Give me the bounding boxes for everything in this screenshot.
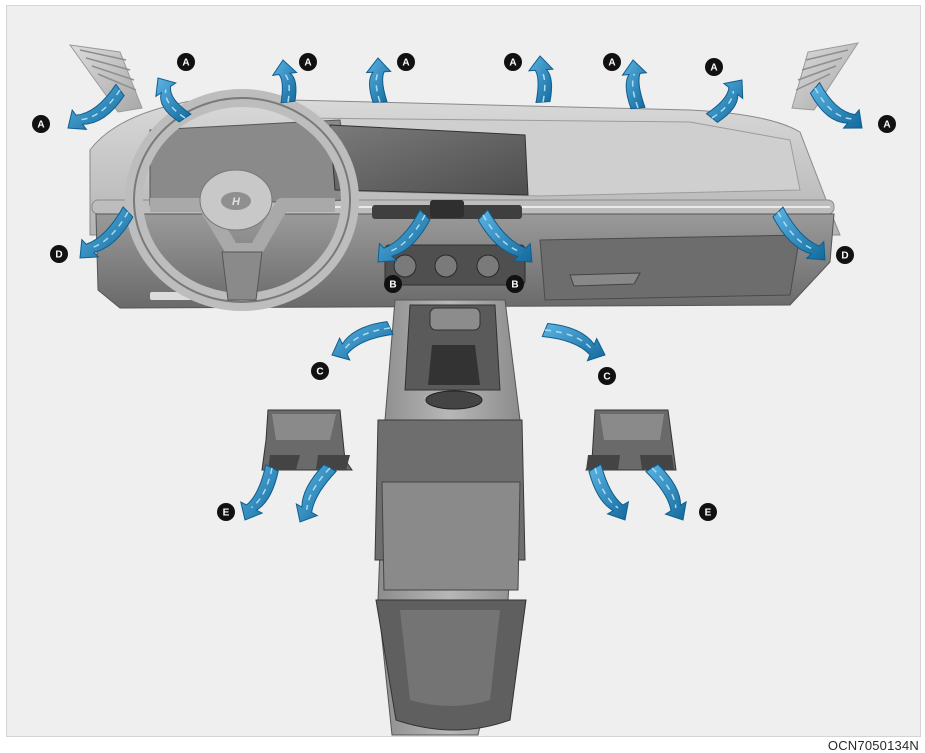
airflow-arrow-e-right-2: [646, 464, 686, 520]
svg-text:H: H: [232, 196, 241, 208]
figure-code: OCN7050134N: [828, 738, 919, 753]
label-letter-e-14: E: [223, 508, 230, 519]
label-letter-b-9: B: [511, 280, 518, 291]
rear-right-floor-duct: [586, 410, 676, 470]
label-letter-a-6: A: [37, 120, 44, 131]
airflow-arrow-c-right: [542, 324, 605, 361]
label-letter-a-3: A: [509, 58, 516, 69]
label-letter-c-10: C: [316, 367, 323, 378]
label-letter-a-5: A: [710, 63, 717, 74]
label-letter-a-2: A: [402, 58, 409, 69]
airflow-arrow-a-right: [810, 83, 862, 128]
airflow-arrow-e-right-1: [589, 465, 628, 520]
label-letter-b-8: B: [389, 280, 396, 291]
label-letter-d-12: D: [55, 250, 62, 261]
airflow-arrow-a3: [367, 58, 391, 102]
rear-left-floor-duct: [262, 410, 352, 470]
airflow-arrow-e-left-2: [296, 465, 336, 522]
label-letter-d-13: D: [841, 251, 848, 262]
airflow-arrow-e-left-1: [241, 465, 278, 520]
label-letter-c-11: C: [603, 372, 610, 383]
airflow-arrow-c-left: [332, 322, 393, 360]
vent-airflow-diagram: H A A A A A A A A B B C C D D E E: [6, 5, 921, 737]
airflow-arrow-a5: [623, 60, 647, 109]
label-letter-a-0: A: [182, 58, 189, 69]
label-letter-a-7: A: [883, 120, 890, 131]
label-letter-a-4: A: [608, 58, 615, 69]
center-console: [375, 300, 526, 735]
label-letter-e-15: E: [705, 508, 712, 519]
label-letter-a-1: A: [304, 58, 311, 69]
airflow-arrow-a-left: [68, 84, 124, 129]
airflow-arrow-a4: [529, 56, 553, 102]
